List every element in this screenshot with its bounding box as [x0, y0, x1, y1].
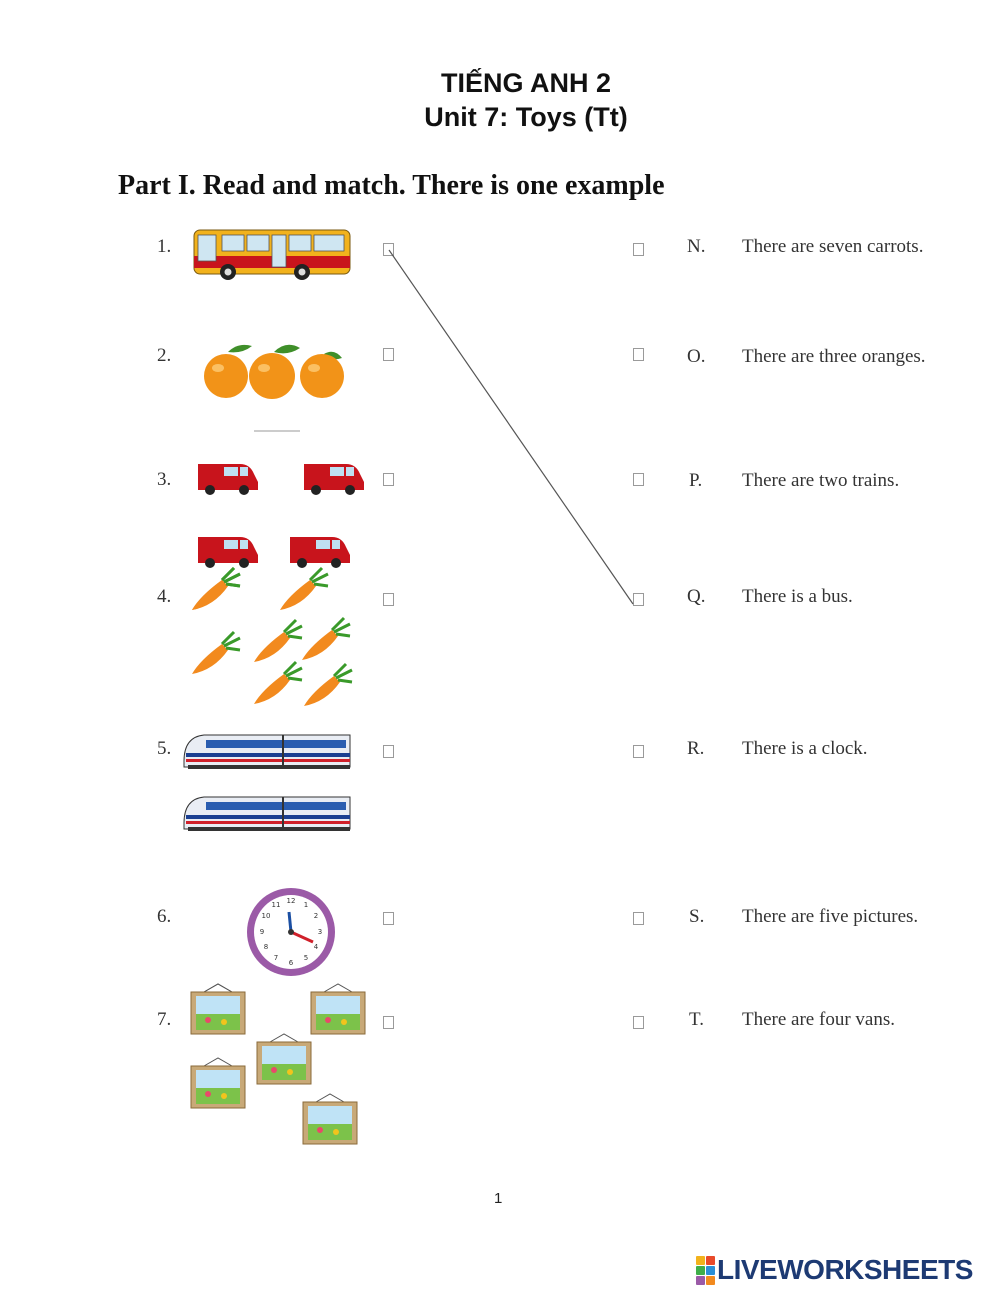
- oranges-picture: [204, 344, 344, 432]
- sentence-s: There are five pictures.: [742, 906, 919, 927]
- item-number-4: 4.: [157, 586, 172, 607]
- right-match-box-n[interactable]: [633, 243, 644, 256]
- left-match-box-6[interactable]: [383, 912, 394, 925]
- letter-s: S.: [689, 906, 705, 927]
- svg-text:8: 8: [264, 943, 268, 951]
- left-match-box-7[interactable]: [383, 1016, 394, 1029]
- letter-r: R.: [687, 738, 705, 759]
- letter-p: P.: [689, 470, 703, 491]
- sentence-t: There are four vans.: [742, 1009, 895, 1030]
- item-number-1: 1.: [157, 236, 172, 257]
- part-heading: Part I. Read and match. There is one exa…: [118, 170, 665, 201]
- logo-blocks-icon: [696, 1255, 715, 1285]
- worksheet-title: TIẾNG ANH 2: [440, 68, 611, 98]
- svg-text:5: 5: [304, 954, 308, 962]
- unit-title: Unit 7: Toys (Tt): [424, 102, 628, 132]
- right-match-box-p[interactable]: [633, 473, 644, 486]
- carrots-picture: [190, 566, 354, 708]
- sentence-n: There are seven carrots.: [742, 236, 924, 257]
- bus-picture: [193, 229, 351, 280]
- left-match-box-1[interactable]: [383, 243, 394, 256]
- right-match-box-o[interactable]: [633, 348, 644, 361]
- sentence-o: There are three oranges.: [742, 346, 926, 367]
- logo-text: LIVEWORKSHEETS: [717, 1254, 973, 1285]
- svg-text:10: 10: [262, 912, 271, 920]
- left-match-box-3[interactable]: [383, 473, 394, 486]
- svg-text:7: 7: [274, 954, 278, 962]
- svg-text:4: 4: [314, 943, 319, 951]
- letter-t: T.: [689, 1009, 704, 1030]
- item-number-2: 2.: [157, 345, 172, 366]
- left-match-box-4[interactable]: [383, 593, 394, 606]
- left-match-box-5[interactable]: [383, 745, 394, 758]
- svg-text:1: 1: [304, 901, 308, 909]
- sentence-q: There is a bus.: [742, 586, 853, 607]
- svg-text:12: 12: [287, 897, 296, 905]
- right-match-box-r[interactable]: [633, 745, 644, 758]
- svg-text:9: 9: [260, 928, 264, 936]
- letter-q: Q.: [687, 586, 706, 607]
- letter-n: N.: [687, 236, 706, 257]
- liveworksheets-logo[interactable]: LIVEWORKSHEETS: [696, 1254, 973, 1286]
- sentence-p: There are two trains.: [742, 470, 900, 491]
- svg-text:11: 11: [272, 901, 281, 909]
- item-number-6: 6.: [157, 906, 172, 927]
- left-match-box-2[interactable]: [383, 348, 394, 361]
- right-match-box-t[interactable]: [633, 1016, 644, 1029]
- letter-o: O.: [687, 346, 706, 367]
- item-number-3: 3.: [157, 469, 172, 490]
- item-number-7: 7.: [157, 1009, 172, 1030]
- vans-picture: [198, 464, 364, 568]
- trains-picture: [183, 734, 351, 832]
- sentence-r: There is a clock.: [742, 738, 868, 759]
- svg-text:3: 3: [318, 928, 322, 936]
- pictures-picture: [190, 983, 366, 1145]
- page-number: 1: [494, 1190, 503, 1207]
- item-number-5: 5.: [157, 738, 172, 759]
- svg-text:2: 2: [314, 912, 318, 920]
- right-match-box-q[interactable]: [633, 593, 644, 606]
- svg-text:6: 6: [289, 959, 294, 967]
- right-match-box-s[interactable]: [633, 912, 644, 925]
